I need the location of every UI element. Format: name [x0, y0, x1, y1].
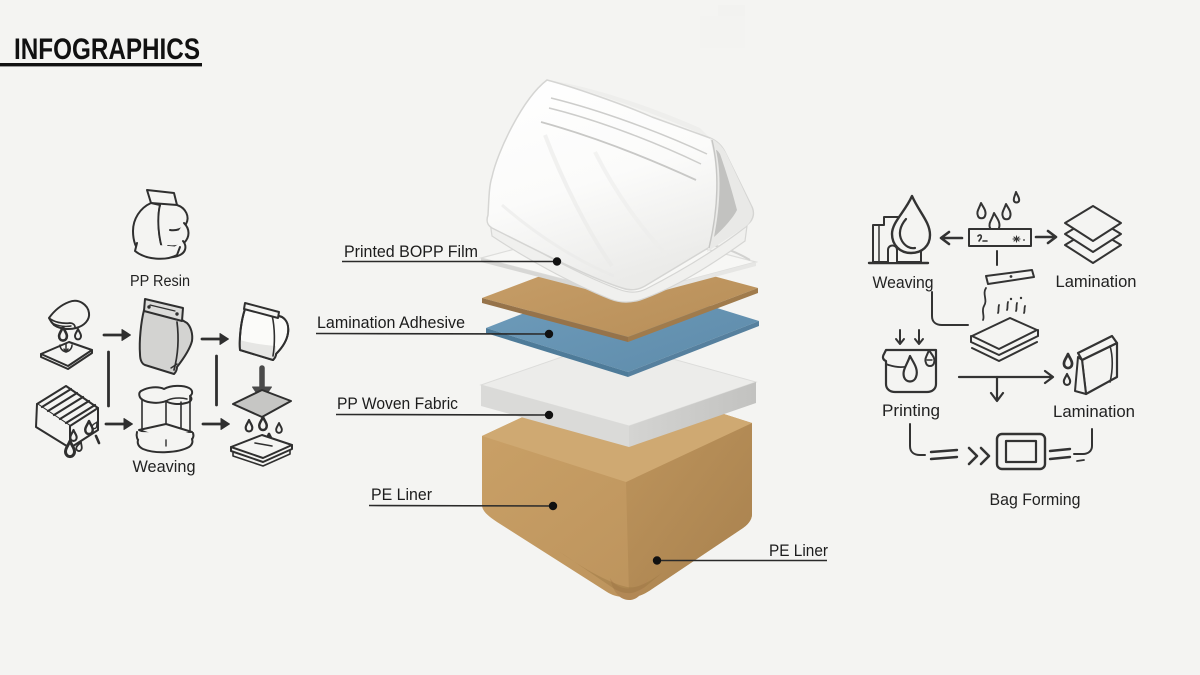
svg-text:INFOGRAPHICS: INFOGRAPHICS: [14, 33, 200, 66]
svg-text:PP Woven Fabric: PP Woven Fabric: [337, 395, 458, 413]
svg-text:Weaving: Weaving: [133, 458, 196, 476]
svg-text:Lamination: Lamination: [1053, 403, 1135, 421]
svg-text:Printed BOPP Film: Printed BOPP Film: [344, 243, 478, 261]
svg-text:PE Liner: PE Liner: [371, 486, 432, 504]
svg-text:PP Resin: PP Resin: [130, 273, 190, 290]
svg-text:Lamination: Lamination: [1056, 273, 1137, 291]
svg-text:Printing: Printing: [882, 402, 940, 420]
svg-text:Lamination Adhesive: Lamination Adhesive: [317, 314, 465, 332]
svg-text:PE Liner: PE Liner: [769, 542, 828, 560]
svg-text:Weaving: Weaving: [873, 274, 934, 292]
svg-text:Bag Forming: Bag Forming: [990, 490, 1081, 509]
